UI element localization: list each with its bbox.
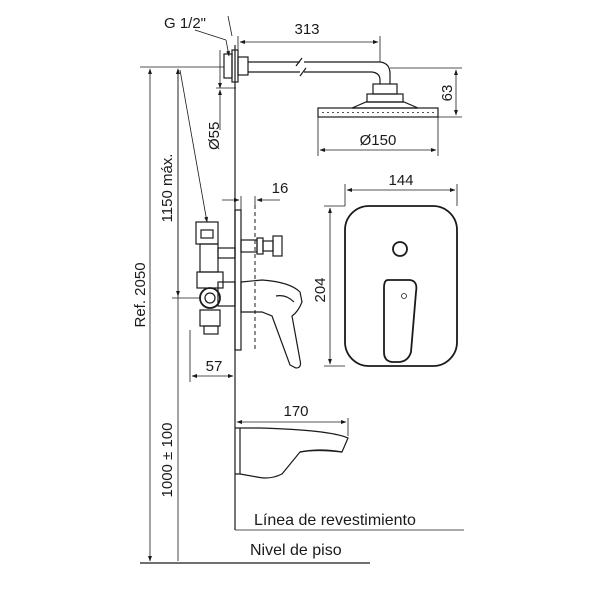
thread-callout: G 1/2" <box>164 15 233 57</box>
dim-plate-depth: 16 <box>222 180 288 210</box>
dim-flange-diameter-label: Ø55 <box>206 122 223 150</box>
dim-reference-height: Ref. 2050 <box>132 68 152 562</box>
dim-plate-depth-label: 16 <box>272 180 289 197</box>
valve-body <box>195 221 236 335</box>
dim-floor-offset: 1000 ± 100 <box>159 423 176 498</box>
shower-head <box>317 83 439 118</box>
dim-arm-length-label: 313 <box>294 21 319 38</box>
dim-head-drop-label: 63 <box>439 85 456 102</box>
dim-head-drop: 63 <box>390 67 462 118</box>
wall-finish-line <box>234 45 256 530</box>
shower-arm <box>223 49 391 84</box>
dim-head-diameter: Ø150 <box>317 117 439 156</box>
cover-plate-side <box>234 209 242 351</box>
dim-plate-width-label: 144 <box>388 172 413 189</box>
lever-side <box>240 279 303 369</box>
dim-spout-length-label: 170 <box>283 403 308 420</box>
dim-valve-body-depth-label: 57 <box>206 358 223 375</box>
dim-flange-diameter: Ø55 <box>206 50 236 150</box>
dim-arm-length: 313 <box>237 21 381 62</box>
dim-plate-width: 144 <box>344 172 458 206</box>
floor-level-line: Nivel de piso <box>140 542 370 564</box>
floor-level-label: Nivel de piso <box>250 542 342 559</box>
thread-label: G 1/2" <box>164 15 206 32</box>
dim-head-diameter-label: Ø150 <box>360 132 397 149</box>
finish-line-callout: Línea de revestimiento <box>235 512 464 531</box>
dim-valve-height-max-label: 1150 máx. <box>159 154 176 223</box>
dim-floor-offset-label: 1000 ± 100 <box>159 423 176 498</box>
spout <box>235 427 349 479</box>
dim-reference-height-label: Ref. 2050 <box>132 262 149 327</box>
dim-plate-height: 204 <box>312 205 345 367</box>
dim-valve-body-depth: 57 <box>189 330 234 382</box>
dim-spout-length: 170 <box>236 403 349 436</box>
diverter-knob-side <box>240 235 283 257</box>
dim-plate-height-label: 204 <box>312 277 329 302</box>
finish-line-label: Línea de revestimiento <box>254 512 416 529</box>
dim-valve-height-max: 1150 máx. <box>140 66 224 561</box>
cover-plate-front <box>344 205 458 367</box>
